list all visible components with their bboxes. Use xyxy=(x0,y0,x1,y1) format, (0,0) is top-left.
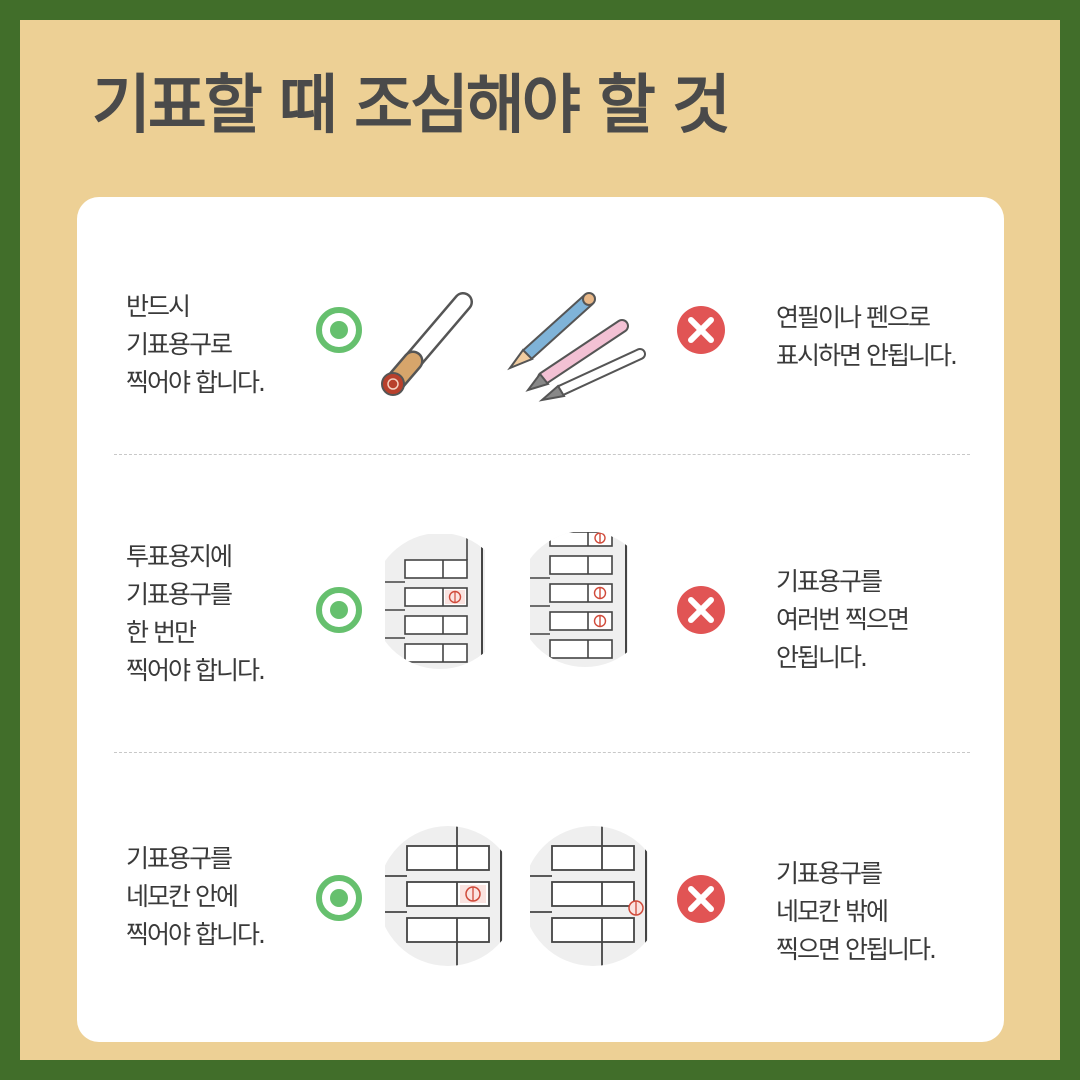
section-divider xyxy=(114,752,970,753)
rule-2-dont-text: 기표용구를 여러번 찍으면 안됩니다. xyxy=(776,567,910,672)
rule-3-dont-text: 기표용구를 네모칸 밖에 찍으면 안됩니다. xyxy=(776,859,937,964)
correct-circle-icon xyxy=(316,307,362,353)
rule-3-do-text: 기표용구를 네모칸 안에 찍어야 합니다. xyxy=(126,844,266,949)
section-divider xyxy=(114,454,970,455)
rule-1-do-text: 반드시 기표용구로 찍어야 합니다. xyxy=(126,292,266,397)
correct-circle-icon xyxy=(316,587,362,633)
ballot-single-stamp-illustration xyxy=(385,534,495,669)
pencil-pen-icon xyxy=(507,292,646,402)
rule-2-do-text: 투표용지에 기표용구를 한 번만 찍어야 합니다. xyxy=(126,542,266,685)
page-title: 기표할 때 조심해야 할 것 xyxy=(92,69,731,143)
wrong-x-icon xyxy=(677,306,725,354)
ballot-inside-box-illustration xyxy=(385,826,515,966)
rule-1-dont-text: 연필이나 펜으로 표시하면 안됩니다. xyxy=(776,303,958,370)
ballot-outside-box-illustration xyxy=(530,826,660,966)
correct-circle-icon xyxy=(316,875,362,921)
wrong-x-icon xyxy=(677,875,725,923)
stamp-tool-icon xyxy=(381,292,473,396)
wrong-x-icon xyxy=(677,586,725,634)
ballot-multiple-stamps-illustration xyxy=(530,532,640,667)
